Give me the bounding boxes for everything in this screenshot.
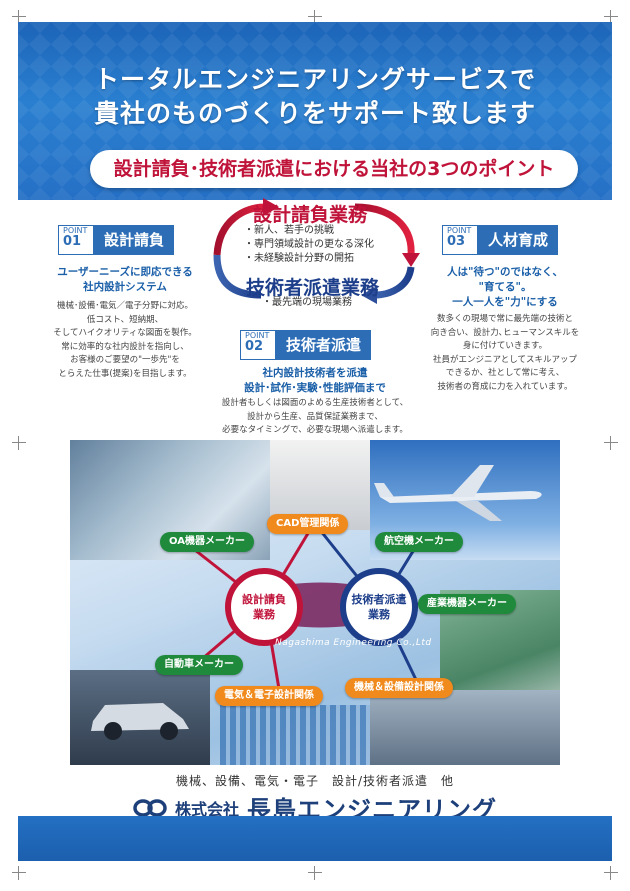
cycle-arrow-right (354, 203, 415, 256)
node-electrical-design: 電気＆電子設計関係 (215, 686, 323, 706)
cycle-dispatch-items: ・最先端の現場業務 (262, 297, 352, 308)
point-01-label: 設計請負 (94, 225, 175, 255)
node-auto-maker: 自動車メーカー (155, 655, 243, 675)
headline-line2: 貴社のものづくりをサポート致します (93, 99, 536, 128)
node-cad: CAD管理関係 (267, 514, 349, 534)
industry-network-collage: 設計請負業務 技術者派遣業務 Nagashima Engineering Co.… (70, 440, 560, 765)
point-01-subtitle: ユーザーニーズに即応できる社内設計システム (57, 266, 193, 293)
footer-tagline: 機械、設備、電気・電子 設計/技術者派遣 他 (175, 774, 455, 788)
equipment-photo (370, 690, 560, 765)
node-mechanical-design: 機械＆設備設計関係 (345, 678, 453, 698)
company-watermark: Nagashima Engineering Co.,Ltd (275, 638, 432, 648)
point-02-label: 技術者派遣 (276, 330, 372, 360)
corp-type: 株式会社 (174, 799, 239, 819)
cycle-arrow-bottom (374, 266, 415, 299)
node-aircraft-maker: 航空機メーカー (375, 532, 463, 552)
cycle-arrows (213, 198, 420, 304)
crop-mark (308, 866, 322, 880)
car-icon (91, 703, 189, 740)
arrowhead-bottom-right (361, 286, 377, 304)
crop-mark (604, 436, 618, 450)
point-01-body: 機械･設備･電気／電子分野に対応。低コスト、短納期、そしてハイクオリティな図面を… (53, 301, 197, 379)
cycle-design-items: ・新人、若手の挑戦・専門領域設計の更なる深化・未経験設計分野の開拓 (244, 225, 374, 264)
airplane-icon (374, 465, 542, 521)
header-banner: トータルエンジニアリングサービスで 貴社のものづくりをサポート致します 設計請負… (18, 22, 612, 200)
headline-line1: トータルエンジニアリングサービスで (93, 65, 536, 94)
hub-engineer-dispatch: 技術者派遣業務 (340, 568, 418, 646)
cycle-arrow-top (213, 203, 266, 256)
cycle-dispatch-title: 技術者派遣業務 (246, 277, 380, 299)
point-03-body: 数多くの現場で常に最先端の技術と向き合い、設計力､ヒューマンスキルを身に付けてい… (430, 314, 580, 392)
cycle-design-title: 設計請負業務 (253, 204, 368, 226)
point-03-subtitle: 人は"待つ"のではなく、"育てる"。一人一人を"力"にする (447, 266, 563, 308)
hub-design-contract: 設計請負業務 (225, 568, 303, 646)
point-02-body: 設計者もしくは図面のよめる生産技術者として、設計から生産、品質保証業務まで、必要… (221, 398, 409, 435)
point-02-subtitle: 社内設計技術者を派遣設計･試作･実験･性能評価まで (244, 367, 386, 394)
electrical-panel-photo (220, 705, 370, 765)
crop-mark (308, 10, 322, 24)
node-industrial-maker: 産業機器メーカー (418, 594, 516, 614)
footer-band (18, 816, 612, 861)
arrowhead-top-left (263, 198, 279, 216)
arrowhead-down (402, 253, 420, 267)
crop-mark (12, 436, 26, 450)
crop-mark (604, 866, 618, 880)
cycle-arrow-left (213, 254, 262, 299)
node-oa-maker: OA機器メーカー (160, 532, 254, 552)
company-logo-mark-icon (133, 798, 167, 817)
crop-mark (604, 10, 618, 24)
crop-mark (12, 866, 26, 880)
three-points-band: 設計請負･技術者派遣における当社の3つのポイント (90, 150, 578, 188)
point-03-label: 人材育成 (478, 225, 559, 255)
crop-mark (12, 10, 26, 24)
